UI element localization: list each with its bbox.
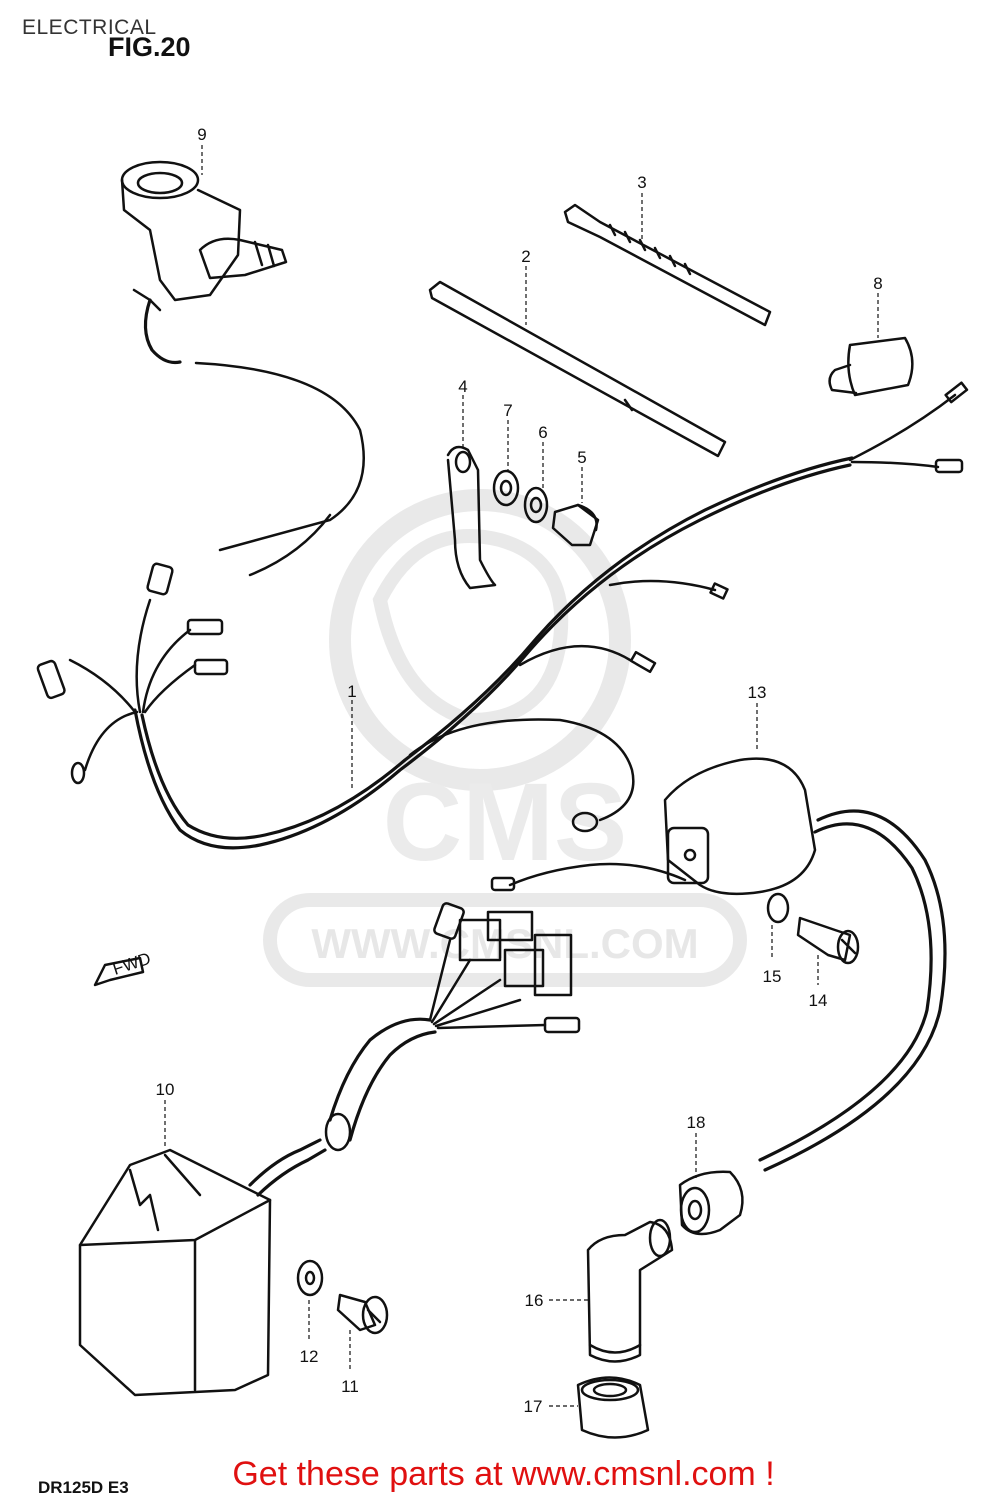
callout-2: 2	[521, 247, 530, 266]
callout-3: 3	[637, 173, 646, 192]
switch-lead-a	[194, 361, 365, 552]
part-14-screw	[796, 916, 860, 965]
figure-label: FIG.20	[108, 32, 191, 62]
part-5-bolt	[551, 503, 600, 547]
part-2-band	[428, 280, 727, 458]
callout-16: 16	[525, 1291, 544, 1310]
callout-13: 13	[748, 683, 767, 702]
section-title: ELECTRICAL	[22, 16, 157, 39]
part-3-cable-tie	[563, 203, 772, 327]
part-8-cap	[828, 336, 914, 397]
callout-7: 7	[503, 401, 512, 420]
callout-14: 14	[809, 991, 828, 1010]
callout-11: 11	[341, 1377, 359, 1396]
callout-10: 10	[156, 1080, 175, 1099]
callout-8: 8	[873, 274, 882, 293]
fwd-arrow-icon: FWD	[93, 949, 153, 987]
part-6-lockwasher	[523, 486, 549, 524]
parts-link[interactable]: Get these parts at www.cmsnl.com !	[232, 1455, 775, 1493]
callout-1: 1	[347, 682, 356, 701]
callout-15: 15	[763, 967, 782, 986]
callout-6: 6	[538, 423, 547, 442]
part-12-washer	[296, 1259, 324, 1297]
switch-lead-b	[248, 513, 332, 577]
callout-18: 18	[687, 1113, 706, 1132]
part-9-kill-switch	[120, 160, 288, 365]
part-4-ground-strap	[446, 445, 497, 590]
callout-9: 9	[197, 125, 206, 144]
callout-5: 5	[577, 448, 586, 467]
callout-17: 17	[524, 1397, 543, 1416]
callout-12: 12	[300, 1347, 319, 1366]
part-1-wiring-harness	[36, 381, 969, 850]
part-18-grommet	[678, 1170, 744, 1236]
model-code: DR125D E3	[38, 1478, 129, 1497]
part-7-washer	[492, 469, 520, 507]
watermark-brand: CMS	[383, 761, 627, 884]
part-17-boot	[576, 1376, 650, 1439]
callout-4: 4	[458, 377, 467, 396]
part-15-washer	[766, 892, 790, 924]
parts-diagram: CMS WWW.CMSNL.COM	[36, 125, 969, 1439]
part-10-cdi-unit	[78, 902, 581, 1397]
part-16-plug-cap	[586, 1218, 674, 1363]
cms-watermark: CMS WWW.CMSNL.COM	[263, 489, 747, 987]
part-11-screw	[336, 1293, 389, 1335]
part-13-ignition-coil	[490, 757, 947, 1172]
